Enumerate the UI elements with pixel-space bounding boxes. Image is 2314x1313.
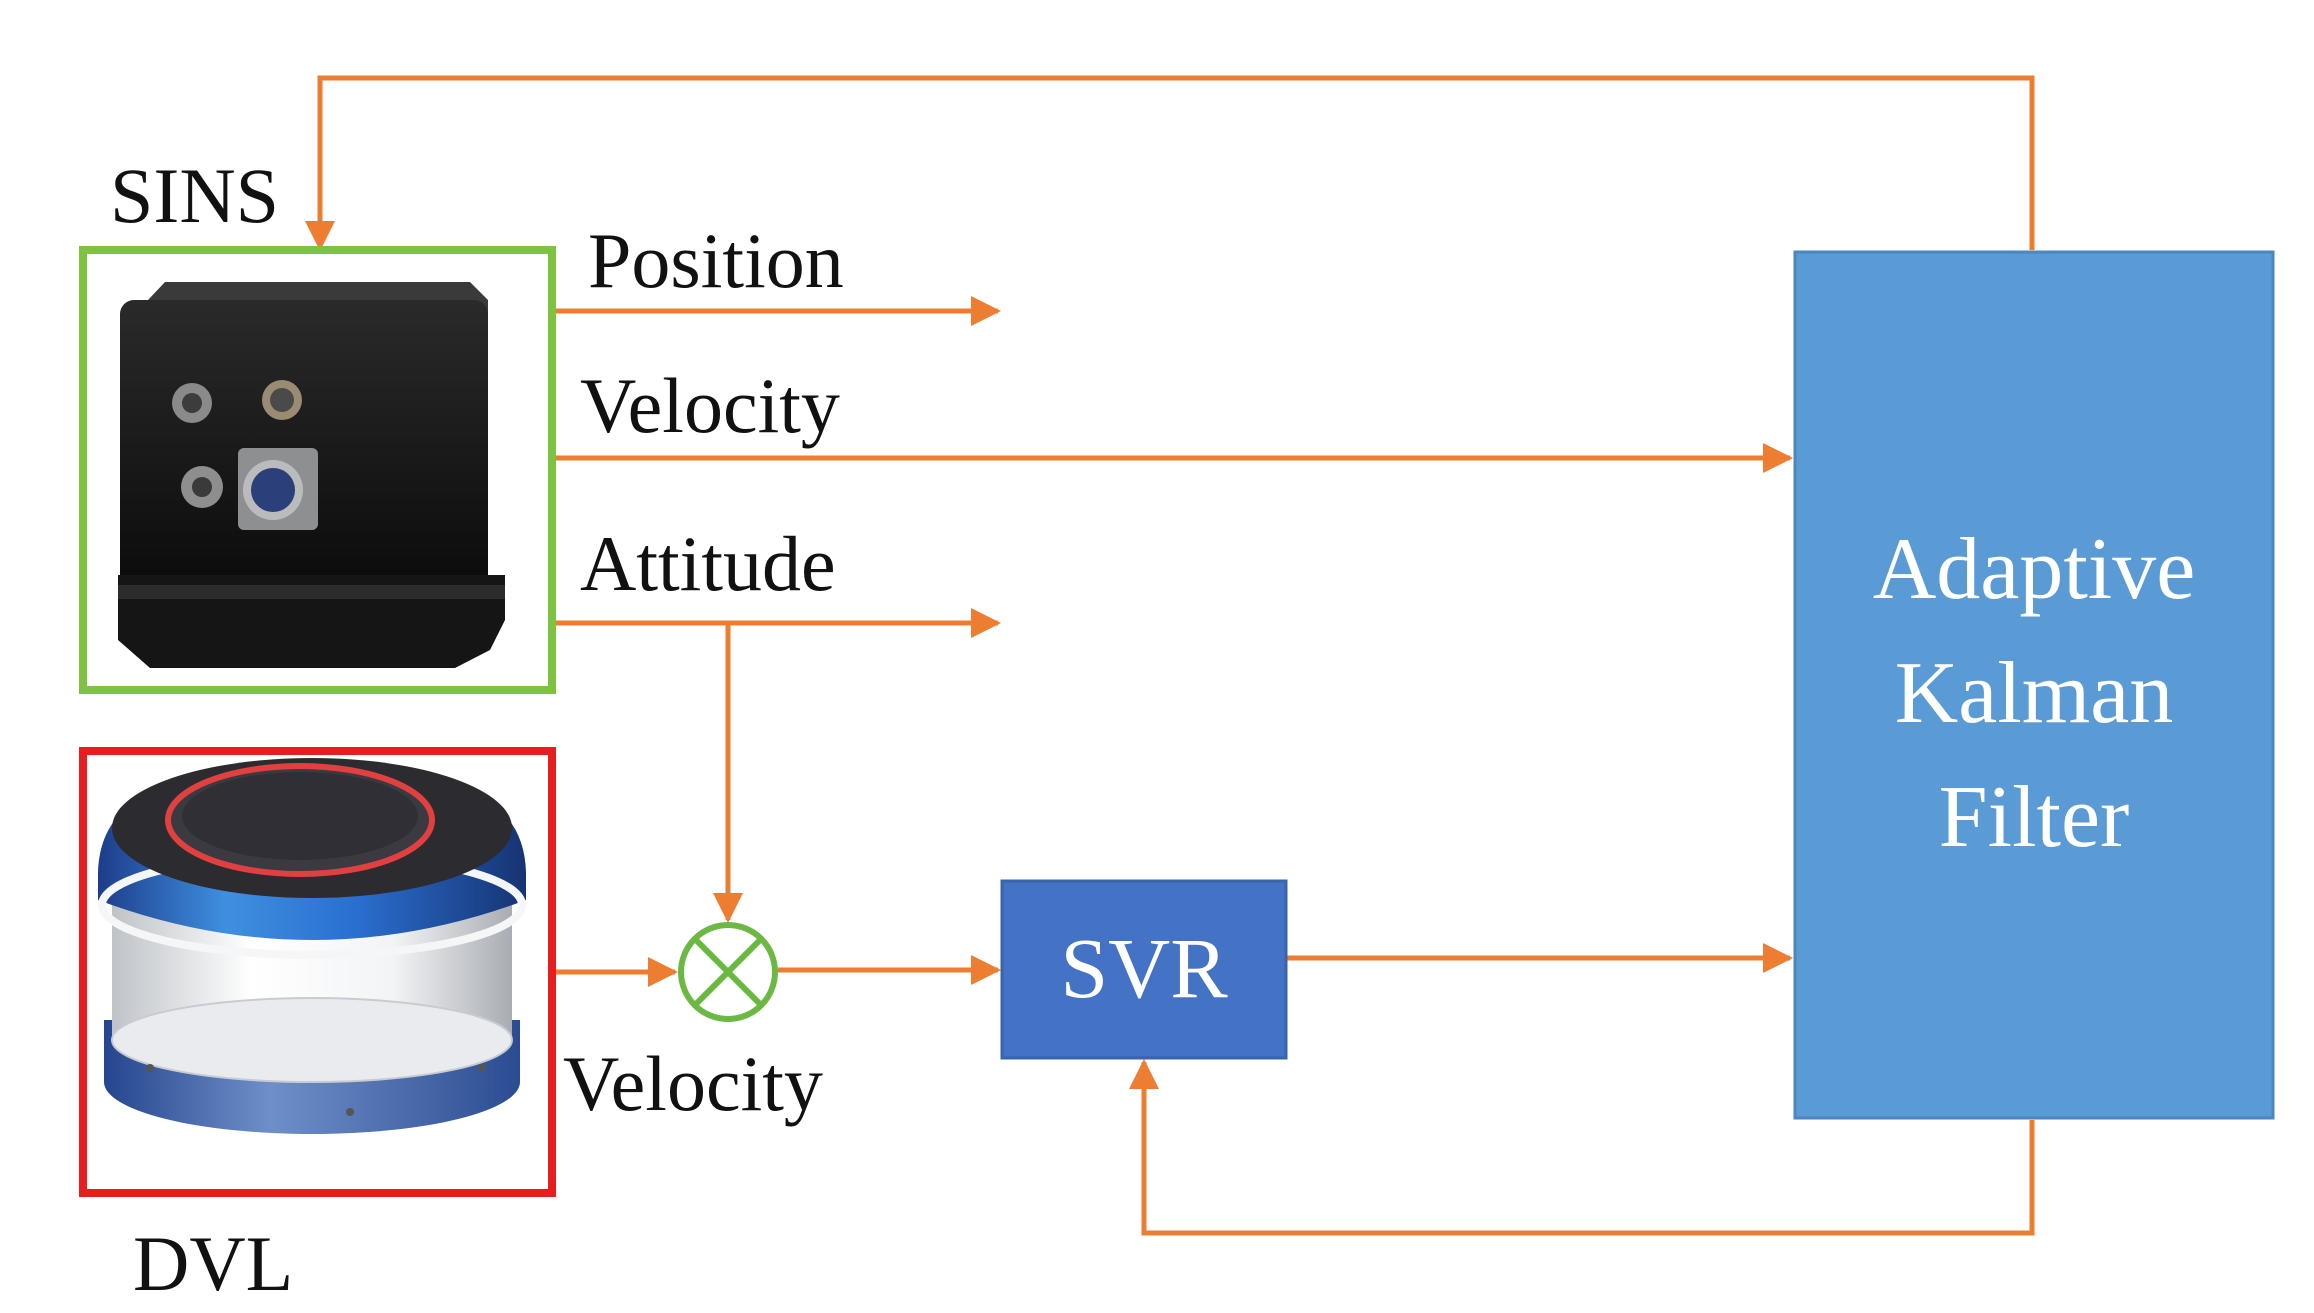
sins-device-icon — [118, 282, 505, 668]
dvl-device-icon — [98, 758, 526, 1134]
kalman-filter-block — [1793, 250, 2275, 1120]
velocity-label-dvl: Velocity — [563, 1040, 823, 1127]
svr-block — [1000, 879, 1288, 1060]
feedback-arrow-filter-to-svr — [1129, 1059, 2035, 1236]
filter-label-line-1: Adaptive — [1873, 521, 2196, 618]
filter-label-line-3: Filter — [1939, 769, 2130, 866]
feedback-arrow-filter-to-sins — [305, 75, 2035, 251]
sins-label: SINS — [110, 152, 279, 239]
filter-label-line-2: Kalman — [1895, 645, 2174, 742]
sins-frame — [79, 246, 556, 694]
attitude-label: Attitude — [580, 520, 836, 607]
position-label: Position — [588, 217, 844, 304]
dvl-label: DVL — [133, 1220, 293, 1307]
dvl-frame — [79, 747, 556, 1197]
circle-cross-icon — [678, 922, 778, 1022]
svr-label: SVR — [1060, 920, 1228, 1016]
connectors — [305, 75, 2035, 1236]
velocity-label-sins: Velocity — [580, 362, 840, 449]
